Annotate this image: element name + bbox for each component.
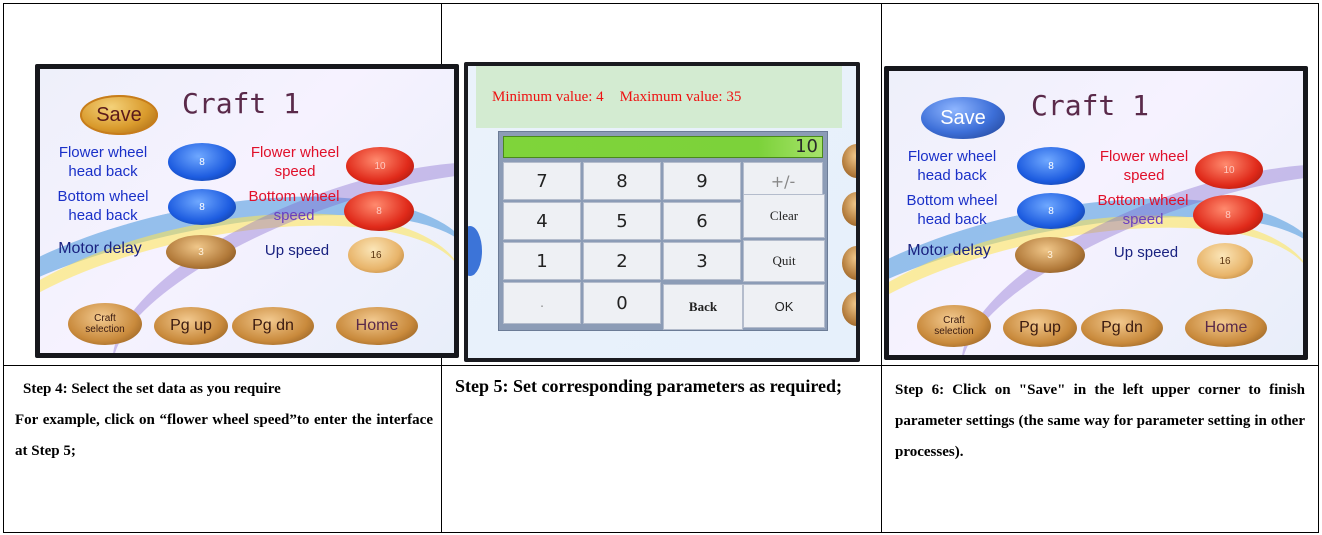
flower-wheel-head-back-value[interactable]: 8 bbox=[1017, 147, 1085, 185]
key-plus-minus[interactable]: +/- bbox=[743, 162, 823, 200]
motor-delay-label: Motor delay bbox=[907, 242, 991, 259]
key-5[interactable]: 5 bbox=[583, 202, 661, 240]
up-speed-label: Up speed bbox=[264, 242, 330, 259]
craft-title: Craft 1 bbox=[1031, 89, 1150, 122]
up-speed-value[interactable]: 16 bbox=[348, 237, 404, 273]
step4-screenshot: Save Craft 1 Flower wheel head back 8 Fl… bbox=[35, 64, 459, 358]
numeric-keypad: 10 7 8 9 +/- 4 5 6 Clear 1 2 3 Quit . 0 … bbox=[498, 131, 828, 331]
bottom-wheel-head-back-value[interactable]: 8 bbox=[1017, 193, 1085, 229]
back-button[interactable]: Back bbox=[663, 284, 743, 330]
up-speed-value[interactable]: 16 bbox=[1197, 243, 1253, 279]
quit-button[interactable]: Quit bbox=[743, 240, 825, 282]
value-range-banner: Minimum value: 4 Maximum value: 35 bbox=[476, 66, 842, 128]
ok-button[interactable]: OK bbox=[743, 284, 825, 328]
page-up-button[interactable]: Pg up bbox=[154, 307, 228, 345]
steps-table: Save Craft 1 Flower wheel head back 8 Fl… bbox=[3, 3, 1319, 533]
craft-screen-background: Save Craft 1 Flower wheel head back 8 Fl… bbox=[889, 71, 1303, 355]
step4-caption-line2: For example, click on “flower wheel spee… bbox=[15, 412, 433, 459]
home-button[interactable]: Home bbox=[336, 307, 418, 345]
home-button[interactable]: Home bbox=[1185, 309, 1267, 347]
key-2[interactable]: 2 bbox=[583, 242, 661, 280]
bottom-wheel-speed-value[interactable]: 8 bbox=[1193, 195, 1263, 235]
key-9[interactable]: 9 bbox=[663, 162, 741, 200]
step6-caption: Step 6: Click on "Save" in the left uppe… bbox=[895, 382, 1305, 460]
step4-caption: Step 4: Select the set data as you requi… bbox=[15, 374, 433, 467]
flower-wheel-speed-label: Flower wheel speed bbox=[1099, 148, 1189, 184]
step5-screenshot: Minimum value: 4 Maximum value: 35 10 7 … bbox=[464, 62, 860, 362]
bottom-wheel-head-back-label: Bottom wheel head back bbox=[906, 192, 998, 228]
flower-wheel-speed-value[interactable]: 10 bbox=[1195, 151, 1263, 189]
minimum-value-text: Minimum value: 4 bbox=[492, 88, 604, 105]
page-down-button[interactable]: Pg dn bbox=[1081, 309, 1163, 347]
craft-selection-button[interactable]: Craft selection bbox=[68, 303, 142, 345]
step6-screenshot: Save Craft 1 Flower wheel head back 8 Fl… bbox=[884, 66, 1308, 360]
craft-selection-button[interactable]: Craft selection bbox=[917, 305, 991, 347]
key-1[interactable]: 1 bbox=[503, 242, 581, 280]
bottom-wheel-speed-label: Bottom wheel speed bbox=[1097, 192, 1189, 228]
key-0[interactable]: 0 bbox=[583, 282, 661, 324]
flower-wheel-head-back-label: Flower wheel head back bbox=[58, 144, 148, 180]
flower-wheel-head-back-label: Flower wheel head back bbox=[907, 148, 997, 184]
flower-wheel-speed-value[interactable]: 10 bbox=[346, 147, 414, 185]
bottom-wheel-head-back-label: Bottom wheel head back bbox=[57, 188, 149, 224]
maximum-value-text: Maximum value: 35 bbox=[619, 88, 742, 105]
bottom-wheel-speed-label: Bottom wheel speed bbox=[248, 188, 340, 224]
page-up-button[interactable]: Pg up bbox=[1003, 309, 1077, 347]
row-divider bbox=[4, 365, 1318, 366]
motor-delay-value[interactable]: 3 bbox=[166, 235, 236, 269]
key-7[interactable]: 7 bbox=[503, 162, 581, 200]
key-decimal[interactable]: . bbox=[503, 282, 581, 324]
flower-wheel-speed-label: Flower wheel speed bbox=[250, 144, 340, 180]
key-8[interactable]: 8 bbox=[583, 162, 661, 200]
step5-caption: Step 5: Set corresponding parameters as … bbox=[455, 376, 842, 396]
save-button[interactable]: Save bbox=[921, 97, 1005, 139]
flower-wheel-head-back-value[interactable]: 8 bbox=[168, 143, 236, 181]
value-display: 10 bbox=[503, 136, 823, 158]
column-divider bbox=[881, 4, 882, 532]
key-4[interactable]: 4 bbox=[503, 202, 581, 240]
save-button[interactable]: Save bbox=[80, 95, 158, 135]
bottom-wheel-head-back-value[interactable]: 8 bbox=[168, 189, 236, 225]
craft-title: Craft 1 bbox=[182, 87, 301, 120]
keypad-screen-background: Minimum value: 4 Maximum value: 35 10 7 … bbox=[468, 66, 856, 358]
key-6[interactable]: 6 bbox=[663, 202, 741, 240]
bottom-wheel-speed-value[interactable]: 8 bbox=[344, 191, 414, 231]
up-speed-label: Up speed bbox=[1113, 244, 1179, 261]
motor-delay-label: Motor delay bbox=[58, 240, 142, 257]
key-3[interactable]: 3 bbox=[663, 242, 741, 280]
motor-delay-value[interactable]: 3 bbox=[1015, 237, 1085, 273]
step4-caption-line1: Step 4: Select the set data as you requi… bbox=[23, 381, 281, 397]
clear-button[interactable]: Clear bbox=[743, 194, 825, 238]
page-down-button[interactable]: Pg dn bbox=[232, 307, 314, 345]
craft-screen-background: Save Craft 1 Flower wheel head back 8 Fl… bbox=[40, 69, 454, 353]
